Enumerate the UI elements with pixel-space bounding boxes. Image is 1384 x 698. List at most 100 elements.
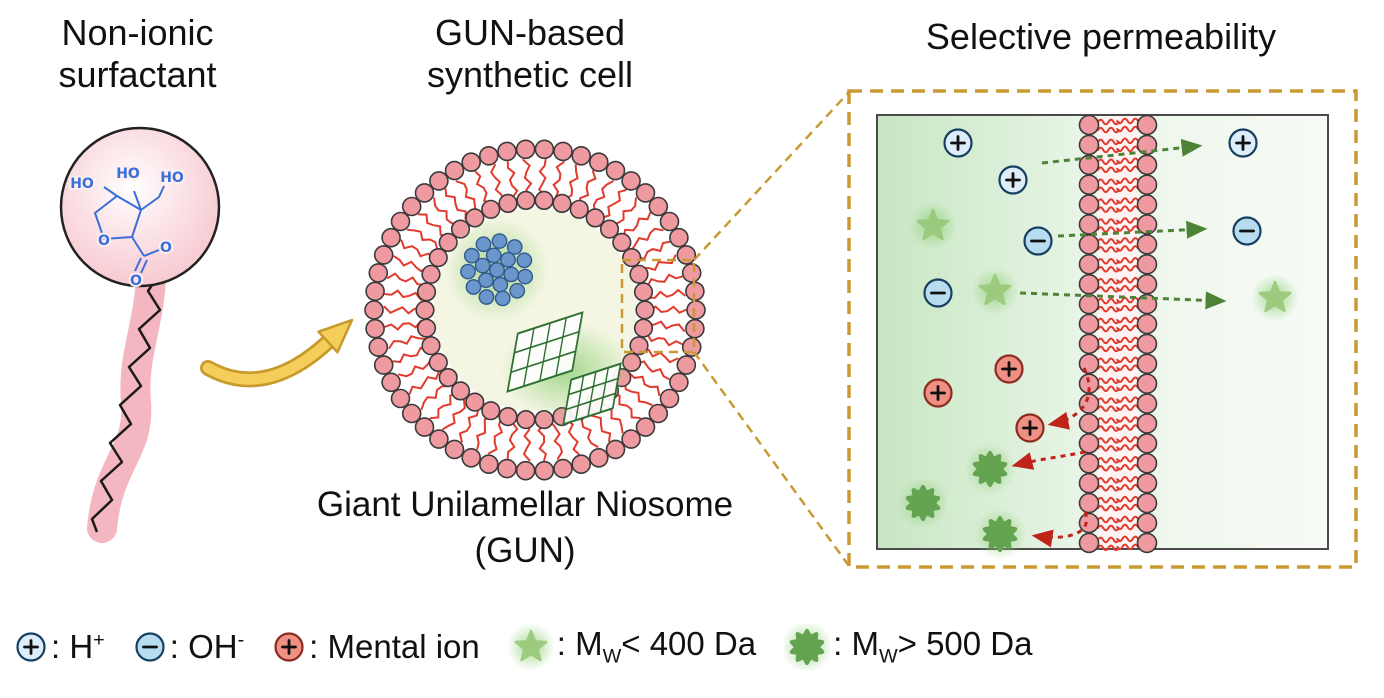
lipid-tail [629, 372, 661, 396]
lipid-tail [417, 213, 449, 237]
lipid-head [450, 381, 471, 401]
burst-icon [962, 441, 1018, 497]
lipid-tail [1097, 357, 1120, 365]
protein-dot [506, 239, 523, 255]
legend-text: : H [51, 628, 94, 665]
lipid-head [1136, 293, 1158, 315]
lipid-tail [1097, 516, 1120, 524]
lipid-head [1136, 472, 1158, 494]
hplus-icon [1228, 128, 1258, 158]
ho-label: HO [70, 176, 94, 192]
lipid-head [605, 160, 626, 181]
lipid-head [516, 410, 536, 430]
lipid-tail [1116, 265, 1139, 272]
lipid-head [1078, 234, 1100, 255]
lipid-tail [1097, 238, 1120, 245]
lipid-tail [1116, 376, 1139, 383]
membrane-core [1098, 116, 1138, 548]
lipid-head [478, 454, 499, 475]
lipid-tail [1097, 544, 1120, 552]
ohminus-icon [1232, 216, 1262, 246]
lipid-tail [1097, 277, 1120, 285]
lipid-tail [1097, 206, 1120, 213]
lipid-tail [1097, 297, 1120, 305]
zoom-box [847, 89, 1358, 569]
lipid-tail [388, 335, 426, 349]
lipid-head [1136, 214, 1158, 235]
burst-icon [895, 475, 951, 531]
lipid-head [481, 401, 501, 421]
legend-item-ohminus: : OH- [133, 628, 244, 666]
lipid-head [444, 160, 465, 181]
lipid-tail [408, 371, 440, 395]
lipid-tail [646, 273, 683, 288]
lipid-head [1136, 373, 1158, 395]
lipid-head [1078, 472, 1100, 494]
lipid-head [1078, 134, 1100, 156]
lipid-tail [1116, 543, 1139, 551]
lipid-head [1078, 452, 1100, 474]
lipid-tail [384, 289, 422, 301]
label-giant-unilamellar-niosome: Giant Unilamellar Niosome (GUN) [215, 482, 835, 573]
lipid-tail [1116, 157, 1139, 165]
lipid-head [633, 318, 654, 338]
lipid-head [1136, 313, 1158, 335]
lipid-head [635, 300, 655, 320]
ho-label: HO [116, 166, 140, 182]
tail-ribbon [87, 247, 167, 543]
protein-dot [489, 262, 505, 278]
lipid-tail [1097, 397, 1120, 404]
lipid-head [1136, 273, 1158, 295]
lipid-tail [1116, 257, 1139, 264]
lipid-tail [455, 180, 477, 214]
lipid-tail [1116, 125, 1139, 133]
lipid-head [381, 227, 401, 248]
arrowhead [317, 318, 354, 354]
o-label: O [130, 273, 142, 289]
lipid-head [621, 171, 641, 191]
legend-label-small-molecule: : MW< 400 Da [557, 625, 756, 669]
lipid-tail [1116, 137, 1139, 145]
lipid-head [635, 417, 656, 437]
lipid-tail [1097, 524, 1120, 532]
lipid-tail [1097, 266, 1120, 273]
lipid-head [498, 407, 518, 427]
lipid-head [571, 146, 592, 166]
protein-dot [478, 289, 495, 305]
lipid-tail [1116, 475, 1139, 483]
small-molecule-icon [507, 624, 554, 670]
lipid-head [552, 193, 572, 213]
lipid-head [478, 146, 499, 166]
lipid-tail [1116, 185, 1139, 192]
label-line: synthetic cell [426, 53, 634, 95]
lipid-head [659, 388, 680, 409]
lipid-tail [384, 319, 422, 331]
lipid-head [421, 336, 441, 356]
lipid-tail [647, 288, 686, 299]
lipid-tail [1116, 384, 1139, 391]
lipid-head [365, 281, 385, 302]
transformation-arrow [200, 318, 354, 388]
lipid-tail [1116, 404, 1139, 411]
lipid-head [1078, 174, 1100, 195]
metal-icon [994, 354, 1024, 384]
arrow-large-molecule-rejected [1011, 450, 1086, 470]
protein-dot [509, 282, 526, 299]
lipid-tail [1097, 198, 1120, 205]
protein-dot [491, 233, 508, 250]
star-icon [1249, 272, 1301, 324]
lipid-tail [1116, 523, 1139, 531]
lipid-tail [1116, 495, 1139, 503]
metal-icon [923, 378, 953, 408]
lipid-head [444, 439, 465, 460]
encapsulated-lattice [500, 311, 632, 426]
legend-label-large-molecule: : MW> 500 Da [833, 625, 1032, 669]
lipid-head [1136, 393, 1158, 414]
lipid-tail [476, 415, 494, 450]
lipid-head [588, 152, 609, 172]
lipid-head [1078, 293, 1100, 315]
legend: : H+ : OH- : Mental ion : MW< 400 Da : M… [14, 624, 1032, 670]
legend-item-small-molecule: : MW< 400 Da [507, 624, 756, 670]
lipid-tail [1097, 325, 1120, 333]
lipid-head [534, 460, 555, 481]
